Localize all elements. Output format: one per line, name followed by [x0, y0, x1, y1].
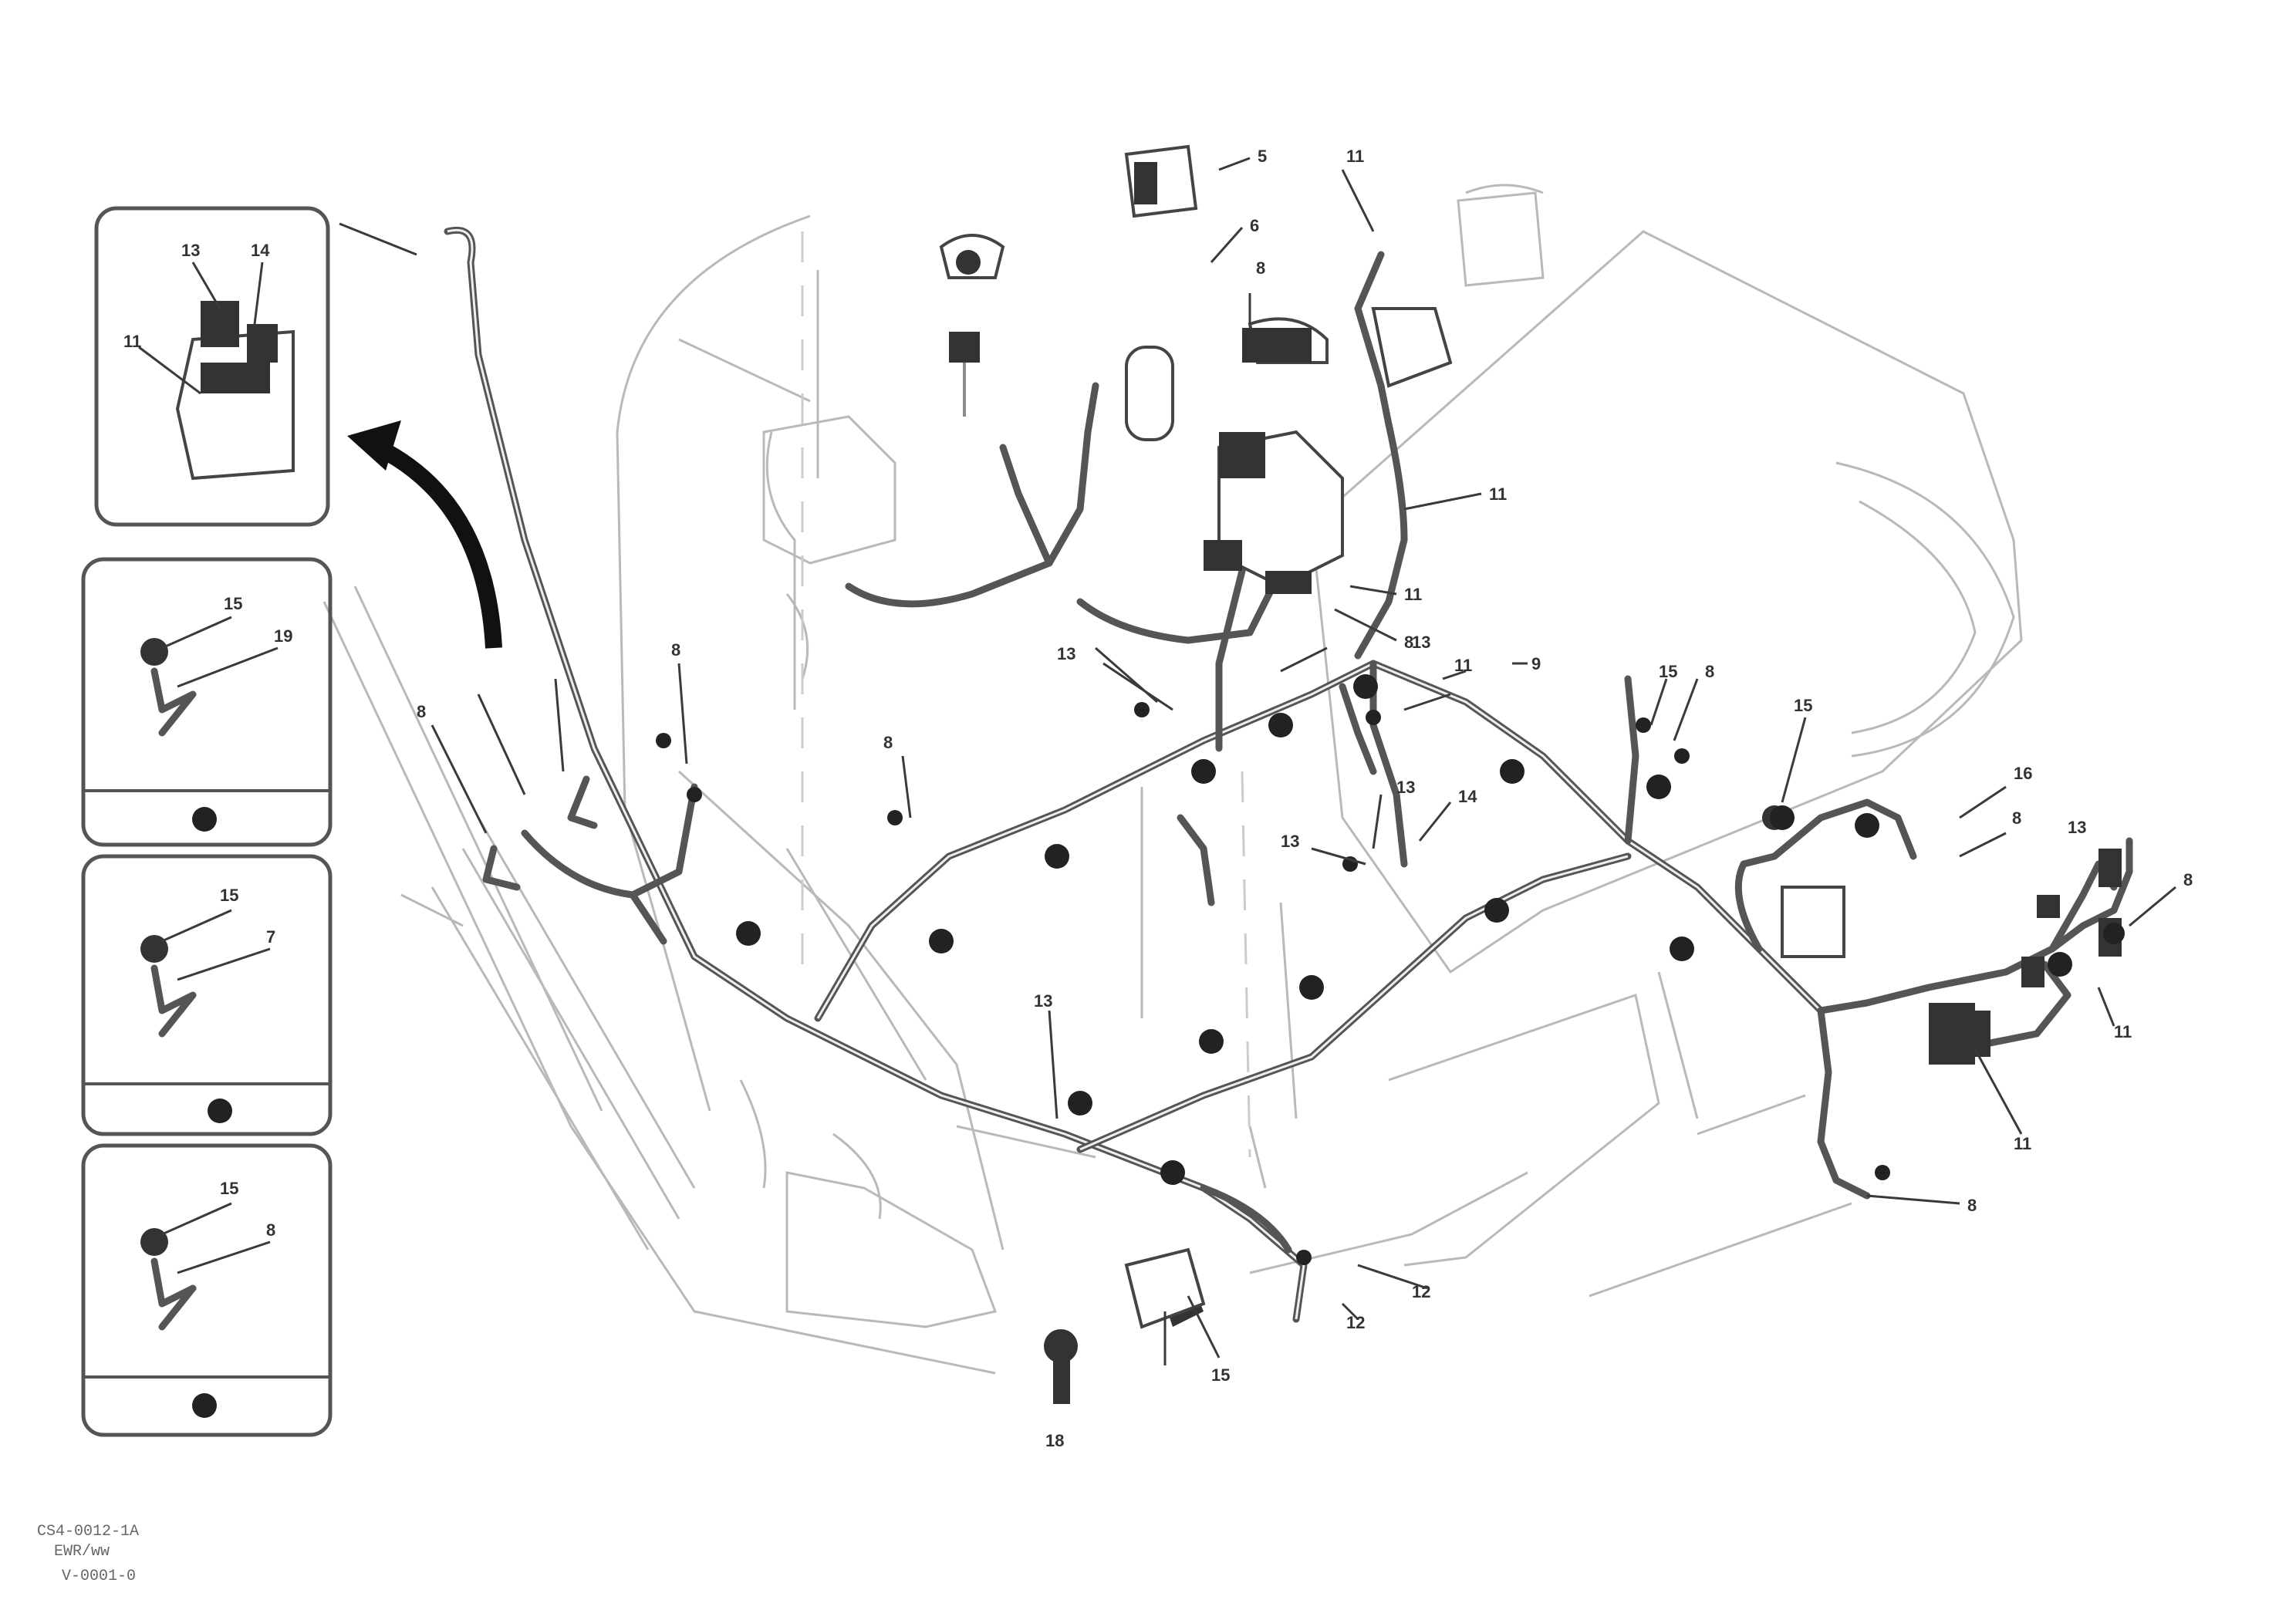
- machine-outline: [322, 184, 2023, 1375]
- callout: 11: [1404, 585, 1422, 604]
- callout: 15: [1794, 696, 1812, 715]
- callout: 13: [1057, 644, 1075, 663]
- callout: 14: [251, 241, 270, 260]
- dash-line: [801, 231, 1251, 1158]
- components: [482, 144, 2122, 1404]
- callout: 6: [1250, 216, 1259, 235]
- callout: 13: [1396, 778, 1415, 797]
- callout: 8: [2183, 870, 2193, 889]
- callout: 8: [2012, 808, 2021, 828]
- callout: 13: [1412, 633, 1430, 652]
- callout: 8: [883, 733, 893, 752]
- footer-line-3: V-0001-0: [62, 1568, 136, 1585]
- leader-lines: [339, 157, 2176, 1365]
- callout: 8: [417, 702, 426, 721]
- callout: 19: [274, 626, 292, 646]
- footer-line-2: EWR/ww: [54, 1543, 110, 1561]
- callout: 8: [1705, 662, 1714, 681]
- callout: 11: [1489, 484, 1507, 504]
- callout: 7: [266, 927, 275, 947]
- callout: 16: [2014, 764, 2032, 783]
- callout: 13: [181, 241, 200, 260]
- callout: 13: [2068, 818, 2086, 837]
- curved-arrow: [347, 420, 502, 649]
- callout: 8: [1967, 1196, 1977, 1215]
- inset-panel-2: [81, 557, 333, 847]
- callout: 18: [1045, 1431, 1064, 1450]
- callout: 12: [1412, 1282, 1430, 1301]
- inset-panel-1: [94, 206, 330, 527]
- callout: 13: [1281, 832, 1299, 851]
- callout: 8: [1256, 258, 1265, 278]
- inset-panel-4: [81, 1143, 333, 1437]
- callout: 14: [1458, 787, 1477, 806]
- callout: 11: [1346, 147, 1364, 166]
- callout: 15: [224, 594, 242, 613]
- callout: 15: [220, 1179, 238, 1198]
- callout: 15: [1211, 1365, 1230, 1385]
- clip-markers: [736, 674, 2125, 1185]
- callout: 11: [123, 332, 141, 351]
- callout: 8: [1404, 633, 1413, 652]
- callout: 9: [1531, 654, 1541, 673]
- callout: 13: [1034, 991, 1052, 1011]
- callout: 5: [1258, 147, 1267, 166]
- callout-labels: 5 11 6 8 11 11 8 13 13 11 9 13 13 14 15 …: [123, 147, 2193, 1450]
- callout: 15: [1659, 662, 1677, 681]
- callout: 11: [2114, 1022, 2132, 1041]
- callout: 11: [1454, 656, 1472, 675]
- callout: 8: [671, 640, 680, 660]
- callout: 8: [266, 1220, 275, 1240]
- footer-line-1: CS4-0012-1A: [37, 1523, 139, 1541]
- callout: 15: [220, 886, 238, 905]
- footer-reference: CS4-0012-1A EWR/ww V-0001-0: [37, 1523, 139, 1585]
- callout: 11: [2014, 1134, 2031, 1153]
- inset-panel-3: [81, 854, 333, 1136]
- callout: 12: [1346, 1313, 1365, 1332]
